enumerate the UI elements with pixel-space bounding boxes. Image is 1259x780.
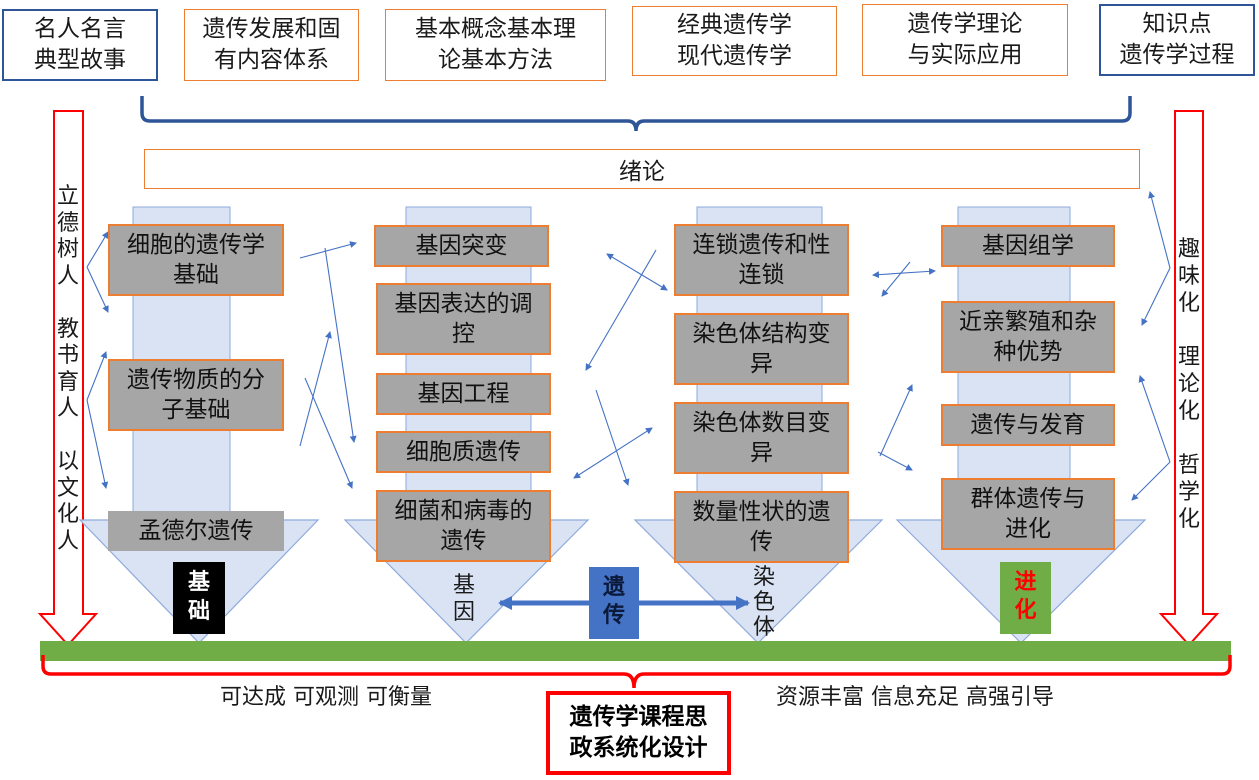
top-box-classic-modern: 经典遗传学 现代遗传学 — [632, 6, 837, 76]
node-molecular-basis: 遗传物质的分 子基础 — [108, 359, 284, 431]
green-base-bar — [40, 641, 1231, 661]
top-box-theory-practice: 遗传学理论 与实际应用 — [862, 4, 1068, 76]
node-bacteria-virus-genetics: 细菌和病毒的 遗传 — [376, 490, 551, 562]
left-arrow-text: 立 德 树 人 教 书 育 人 以 文 化 人 — [56, 184, 79, 554]
top-box-development: 遗传发展和固 有内容体系 — [184, 9, 359, 81]
right-hollow-arrow — [1158, 110, 1220, 647]
top-brace — [140, 96, 1132, 132]
node-mendelian-inheritance: 孟德尔遗传 — [108, 511, 284, 551]
node-chromosome-structure: 染色体结构变 异 — [674, 313, 849, 385]
top-box-quotes: 名人名言 典型故事 — [2, 9, 158, 81]
tip-label-gene: 基 因 — [452, 573, 475, 625]
node-linkage-sex-linkage: 连锁遗传和性 连锁 — [674, 224, 849, 296]
tip-label-evolution: 进 化 — [1000, 562, 1051, 634]
intro-bar: 绪论 — [144, 149, 1140, 189]
node-gene-engineering: 基因工程 — [376, 373, 551, 415]
node-cell-genetics-basis: 细胞的遗传学 基础 — [108, 224, 284, 296]
connector-arrows — [86, 191, 1171, 501]
node-inbreeding-heterosis: 近亲繁殖和杂 种优势 — [941, 301, 1115, 373]
right-arrow-text: 趣 味 化 理 论 化 哲 学 化 — [1177, 237, 1200, 532]
tip-label-foundation: 基 础 — [173, 562, 225, 634]
tip-label-chromosome: 染 色 体 — [752, 565, 775, 640]
bottom-brace — [41, 655, 1232, 689]
top-box-knowledge: 知识点 遗传学过程 — [1099, 4, 1255, 76]
node-chromosome-number: 染色体数目变 异 — [674, 402, 849, 474]
heredity-center-block: 遗 传 — [589, 567, 639, 639]
bottom-left-text: 可达成 可观测 可衡量 — [220, 685, 432, 710]
left-hollow-arrow — [37, 110, 99, 647]
node-gene-expression-control: 基因表达的调 控 — [376, 283, 551, 355]
node-genetics-development: 遗传与发育 — [941, 404, 1115, 446]
bottom-right-text: 资源丰富 信息充足 高强引导 — [776, 685, 1054, 710]
node-population-evolution: 群体遗传与 进化 — [941, 478, 1115, 550]
node-genomics: 基因组学 — [941, 225, 1115, 267]
top-box-basic-concepts: 基本概念基本理 论基本方法 — [385, 9, 606, 81]
node-gene-mutation: 基因突变 — [374, 225, 549, 267]
node-cytoplasmic-inheritance: 细胞质遗传 — [376, 431, 551, 473]
title-box: 遗传学课程思 政系统化设计 — [546, 691, 731, 775]
node-quantitative-traits: 数量性状的遗 传 — [674, 491, 849, 563]
